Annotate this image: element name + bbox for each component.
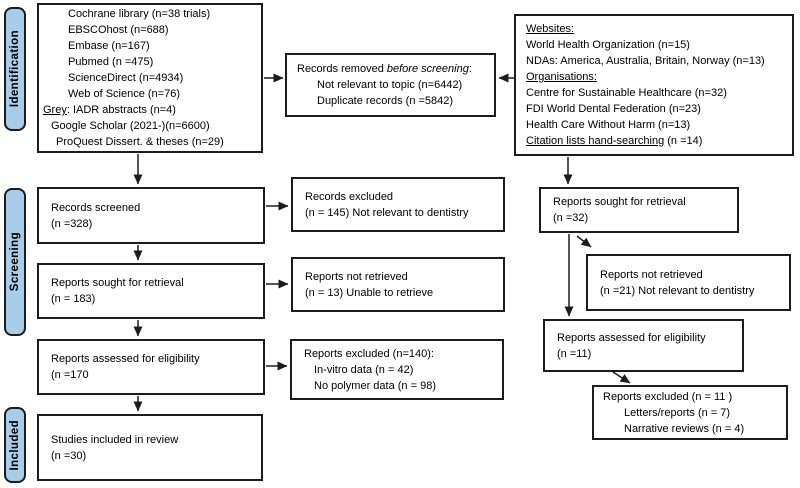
website-line: World Health Organization (n=15) [526, 39, 690, 51]
source-line: Pubmed (n =475) [68, 56, 154, 68]
stage-screening: Screening [4, 188, 26, 336]
arrow-web-assessed-to-web-excluded [612, 371, 631, 384]
node-reason: Letters/reports (n = 7) [624, 406, 731, 419]
organisations-heading: Organisations: [526, 71, 597, 83]
node-count: (n =32) [553, 212, 589, 224]
node-count: (n =11) [557, 347, 592, 360]
source-line: Cochrane library (n=38 trials) [68, 8, 211, 20]
box-reports-assessed-eligibility: Reports assessed for eligibility (n =170 [37, 339, 265, 395]
node-count: (n = 145) Not relevant to dentistry [305, 206, 469, 219]
box-identification-sources: Cochrane library (n=38 trials) EBSCOhost… [37, 3, 263, 153]
grey-rest: : IADR abstracts (n=4) [66, 104, 176, 116]
box-reports-excluded-140: Reports excluded (n=140): In-vitro data … [290, 339, 504, 400]
box-studies-included: Studies included in review (n =30) [37, 414, 263, 481]
node-line: Reports not retrieved [600, 268, 703, 281]
source-line: Embase (n=167) [68, 40, 150, 52]
node-reason: In-vitro data (n = 42) [314, 363, 414, 376]
node-line: Reports excluded (n=140): [304, 347, 434, 360]
source-line: ProQuest Dissert. & theses (n=29) [56, 136, 224, 148]
removed-line: Not relevant to topic (n=6442) [317, 79, 463, 91]
box-web-reports-sought-retrieval: Reports sought for retrieval (n =32) [539, 187, 739, 233]
source-line: EBSCOhost (n=688) [68, 24, 169, 36]
node-count: (n =30) [51, 449, 87, 462]
website-line: NDAs: America, Australia, Britain, Norwa… [526, 55, 765, 67]
removed-title-prefix: Records removed [297, 63, 387, 75]
citation-rest: (n =14) [664, 135, 703, 147]
grey-underlined-label: Grey [43, 104, 67, 116]
node-count: (n =21) Not relevant to dentistry [600, 284, 755, 297]
website-line: Health Care Without Harm (n=13) [526, 119, 691, 131]
source-line: ScienceDirect (n=4934) [68, 72, 184, 84]
source-line: Web of Science (n=76) [68, 88, 180, 100]
stage-included: Included [4, 407, 26, 483]
node-line: Reports assessed for eligibility [557, 331, 706, 344]
website-line: Centre for Sustainable Healthcare (n=32) [526, 87, 727, 99]
node-count: (n =170 [51, 369, 89, 381]
citation-line: Citation lists hand-searching (n =14) [516, 133, 792, 149]
box-records-removed: Records removed before screening: Not re… [285, 53, 496, 117]
box-websites-sources: Websites: World Health Organization (n=1… [514, 14, 794, 156]
box-web-reports-assessed-eligibility: Reports assessed for eligibility (n =11) [543, 319, 744, 372]
removed-title-suffix: : [468, 63, 472, 75]
arrow-web-sought-to-web-not-retrieved [576, 235, 592, 248]
node-line: Reports excluded (n = 11 ) [603, 390, 733, 403]
source-line: Google Scholar (2021-)(n=6600) [51, 120, 210, 132]
box-records-screened: Records screened (n =328) [37, 187, 265, 244]
node-count: (n =328) [51, 217, 93, 230]
node-reason: Narrative reviews (n = 4) [624, 422, 745, 435]
removed-title-italic: before screening [386, 63, 469, 75]
box-reports-sought-retrieval: Reports sought for retrieval (n = 183) [37, 263, 265, 319]
node-line: Reports sought for retrieval [553, 196, 686, 208]
node-line: Records excluded [305, 190, 394, 203]
node-line: Studies included in review [51, 433, 179, 446]
websites-heading: Websites: [526, 23, 575, 35]
node-line: Reports not retrieved [305, 270, 408, 283]
box-reports-not-retrieved: Reports not retrieved (n = 13) Unable to… [291, 257, 505, 312]
stage-identification: Identification [4, 7, 26, 131]
citation-underlined: Citation lists hand-searching [526, 135, 665, 147]
node-count: (n = 183) [51, 293, 96, 305]
node-line: Records screened [51, 201, 141, 214]
website-line: FDI World Dental Federation (n=23) [526, 103, 701, 115]
node-line: Reports assessed for eligibility [51, 353, 200, 365]
removed-line: Duplicate records (n =5842) [317, 95, 454, 107]
source-line-grey: Grey: IADR abstracts (n=4) [39, 102, 261, 118]
box-web-reports-excluded-11: Reports excluded (n = 11 ) Letters/repor… [592, 385, 788, 440]
removed-title: Records removed before screening: [287, 61, 494, 77]
box-records-excluded: Records excluded (n = 145) Not relevant … [291, 177, 505, 232]
node-line: Reports sought for retrieval [51, 277, 184, 289]
box-web-reports-not-retrieved: Reports not retrieved (n =21) Not releva… [586, 254, 791, 311]
node-reason: No polymer data (n = 98) [314, 379, 436, 392]
node-count: (n = 13) Unable to retrieve [305, 286, 434, 299]
